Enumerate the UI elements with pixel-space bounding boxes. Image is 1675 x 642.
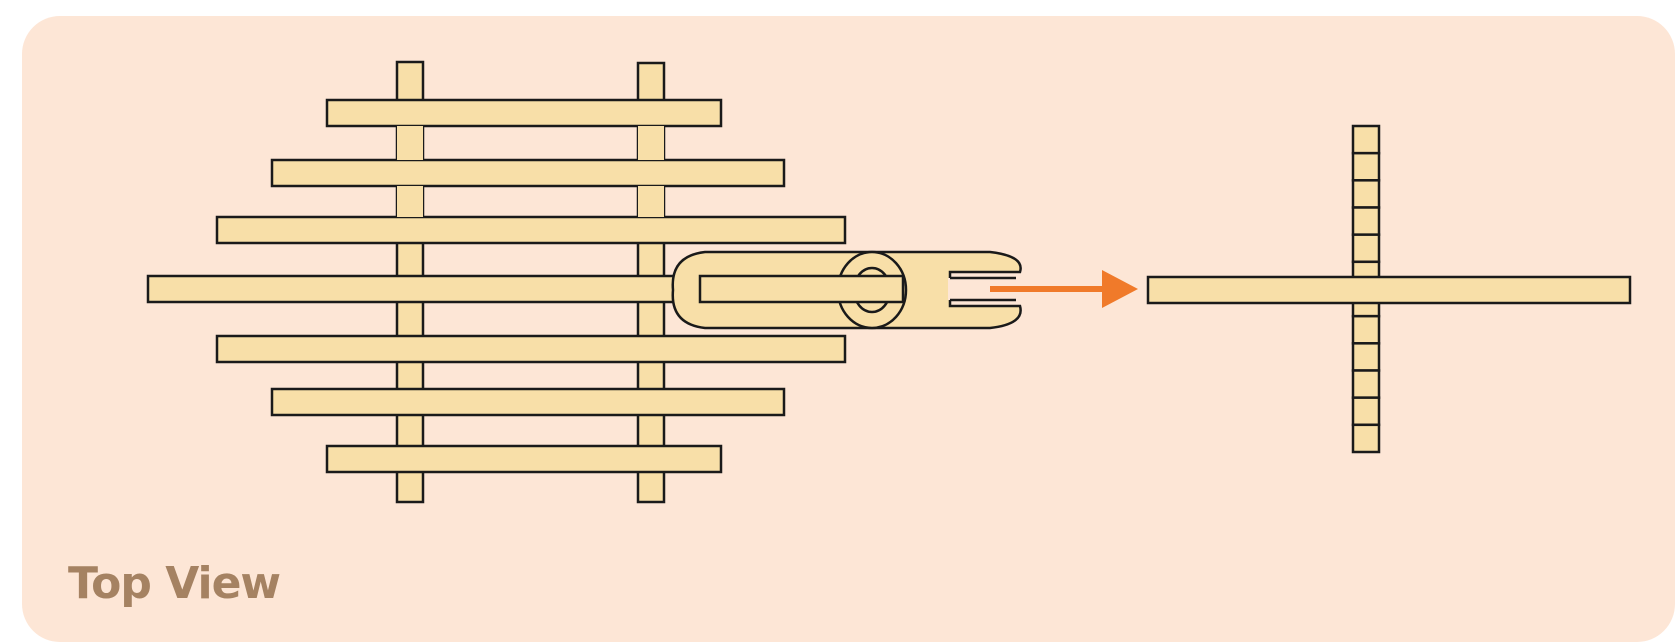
horizontal-rod-7	[325, 444, 723, 474]
vertical-segment-9	[1351, 342, 1381, 372]
horizontal-rod-3	[215, 215, 847, 245]
single-rod-assembly	[1146, 124, 1632, 454]
vertical-segment-11	[1351, 396, 1381, 427]
arrow-head	[1102, 270, 1138, 308]
vertical-segment-4	[1351, 206, 1381, 236]
vertical-segment-10	[1351, 369, 1381, 399]
support-right-over	[638, 126, 664, 160]
center-rod-tip	[698, 274, 905, 304]
support-left-over	[397, 186, 423, 217]
horizontal-rod-2	[270, 158, 786, 188]
vertical-segment-5	[1351, 233, 1381, 264]
clip-connector	[671, 250, 1022, 330]
vertical-segment-2	[1351, 151, 1381, 182]
direction-arrow	[990, 270, 1138, 308]
rack-assembly	[146, 60, 905, 504]
horizontal-rod-5	[215, 334, 847, 364]
horizontal-rod-6	[270, 387, 786, 417]
panel-title: Top View	[68, 558, 281, 609]
connector-slot	[948, 278, 1018, 300]
vertical-segment-8	[1351, 314, 1381, 345]
vertical-segment-1	[1351, 124, 1381, 155]
support-left-over	[397, 126, 423, 160]
horizontal-rod-1	[325, 98, 723, 128]
vertical-segment-3	[1351, 179, 1381, 209]
vertical-segment-12	[1351, 423, 1381, 454]
support-right-over	[638, 186, 664, 217]
right-horizontal-rod	[1146, 275, 1632, 305]
